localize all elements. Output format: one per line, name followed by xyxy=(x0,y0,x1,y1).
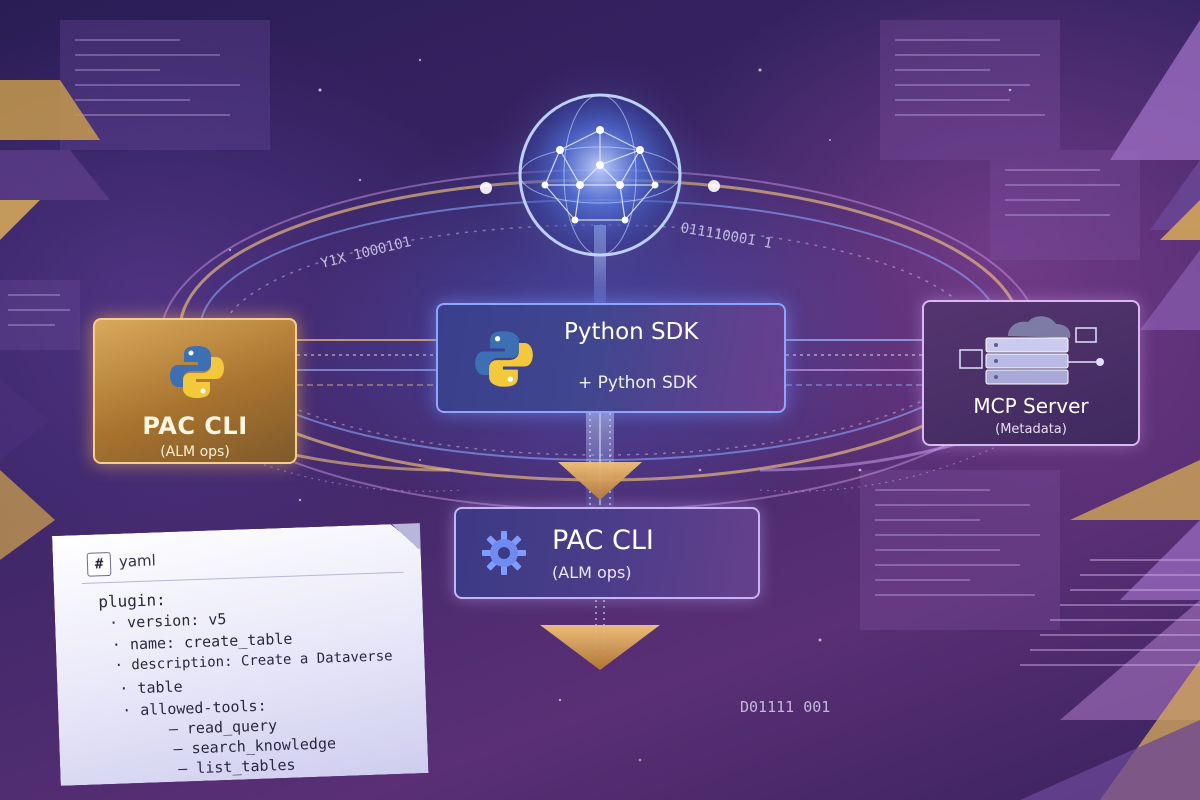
yaml-line: – read_query xyxy=(168,716,278,739)
binary-text-upper-left: Y1X 1000101 xyxy=(319,234,413,272)
gear-icon xyxy=(482,531,526,575)
binary-text-lower-right: D01111 001 xyxy=(740,698,830,716)
mcp-server-title: MCP Server xyxy=(973,394,1089,418)
yaml-language-label: yaml xyxy=(118,551,157,571)
right-stripes xyxy=(1020,559,1200,666)
pac-cli-left-title: PAC CLI xyxy=(142,412,248,440)
yaml-line: plugin: xyxy=(97,590,167,612)
mcp-server-node: MCP Server (Metadata) xyxy=(922,300,1140,446)
code-lines xyxy=(8,39,1120,596)
yaml-document-card: # yaml plugin: · version: v5 · name: cre… xyxy=(52,523,429,786)
page-fold xyxy=(389,523,421,551)
python-logo-icon xyxy=(170,346,224,398)
pac-cli-center-title: PAC CLI xyxy=(552,525,654,556)
python-sdk-subtitle: + Python SDK xyxy=(578,373,698,393)
neural-network-globe-icon xyxy=(480,55,720,295)
pac-cli-center-node: PAC CLI (ALM ops) xyxy=(454,507,760,599)
mcp-server-subtitle: (Metadata) xyxy=(995,422,1067,437)
python-sdk-title: Python SDK xyxy=(564,319,699,345)
pac-cli-left-node: PAC CLI (ALM ops) xyxy=(93,318,297,464)
flow-arrows xyxy=(540,462,660,670)
pac-cli-left-subtitle: (ALM ops) xyxy=(160,444,230,460)
data-streams xyxy=(297,339,922,386)
yaml-hash-icon: # xyxy=(86,551,112,577)
python-sdk-node: Python SDK + Python SDK xyxy=(436,303,786,413)
code-panels xyxy=(0,20,1140,630)
yaml-line: · table xyxy=(119,677,183,698)
pac-cli-center-subtitle: (ALM ops) xyxy=(552,563,632,582)
server-rack-icon xyxy=(959,316,1104,385)
python-logo-icon xyxy=(475,331,533,387)
decorative-triangles xyxy=(0,20,1200,800)
